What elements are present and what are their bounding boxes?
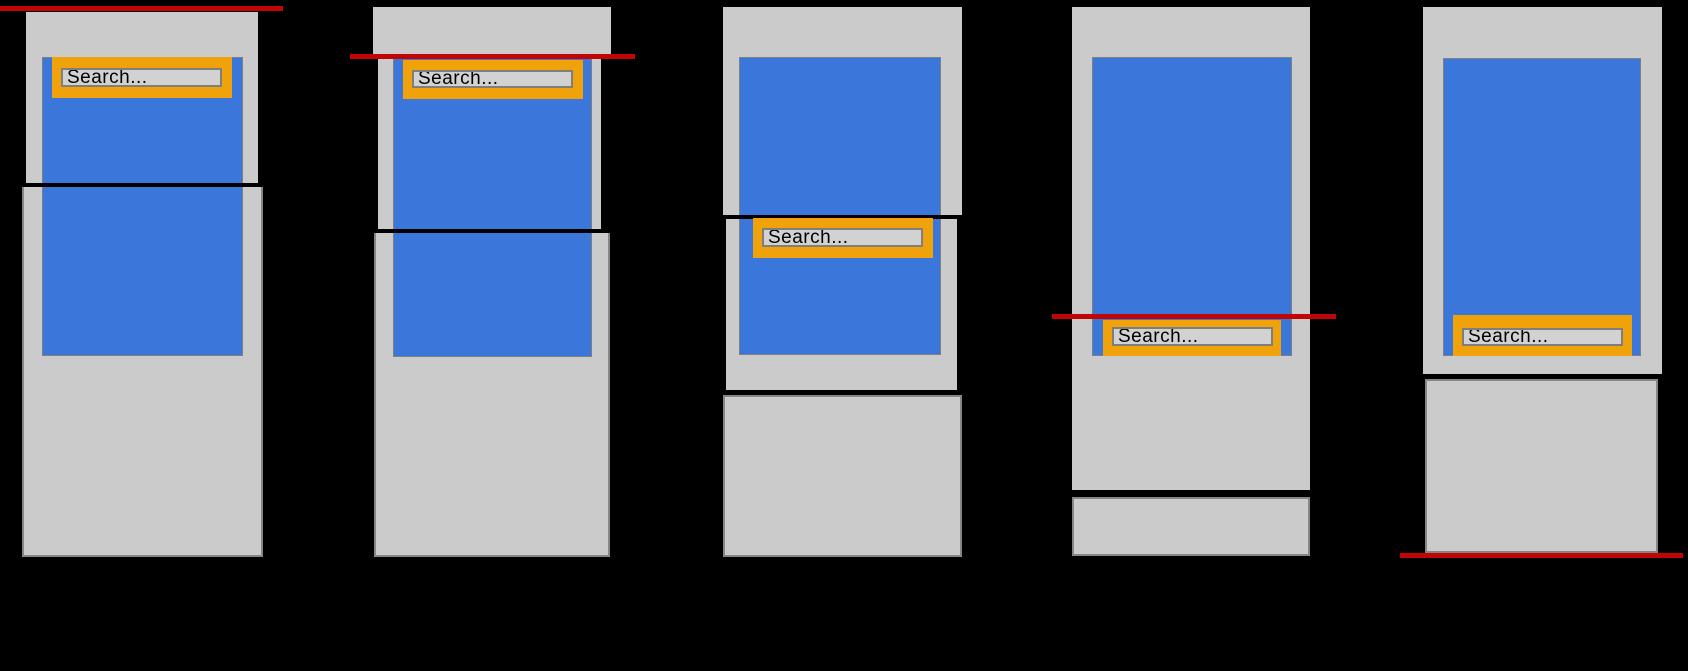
sticky-range-rect: [1443, 58, 1641, 356]
section-divider-line: [374, 229, 610, 233]
sticky-range-rect: [42, 57, 243, 356]
sticky-range-rect: [739, 57, 941, 355]
section-divider-line: [22, 183, 263, 187]
search-input[interactable]: [412, 70, 573, 88]
search-input[interactable]: [61, 68, 222, 87]
section-card: [1425, 379, 1658, 553]
sticky-threshold-line: [1052, 314, 1336, 319]
sticky-threshold-line: [350, 54, 635, 59]
section-card: [373, 7, 611, 57]
sticky-range-rect: [393, 58, 592, 357]
search-input[interactable]: [1112, 327, 1273, 346]
section-divider-line: [720, 215, 970, 219]
section-card: [723, 395, 962, 557]
sticky-threshold-line: [0, 6, 283, 11]
sticky-range-rect: [1092, 57, 1292, 356]
sticky-threshold-line: [1400, 553, 1683, 558]
search-input[interactable]: [762, 228, 923, 247]
search-input[interactable]: [1462, 328, 1623, 346]
section-card: [1072, 497, 1310, 556]
